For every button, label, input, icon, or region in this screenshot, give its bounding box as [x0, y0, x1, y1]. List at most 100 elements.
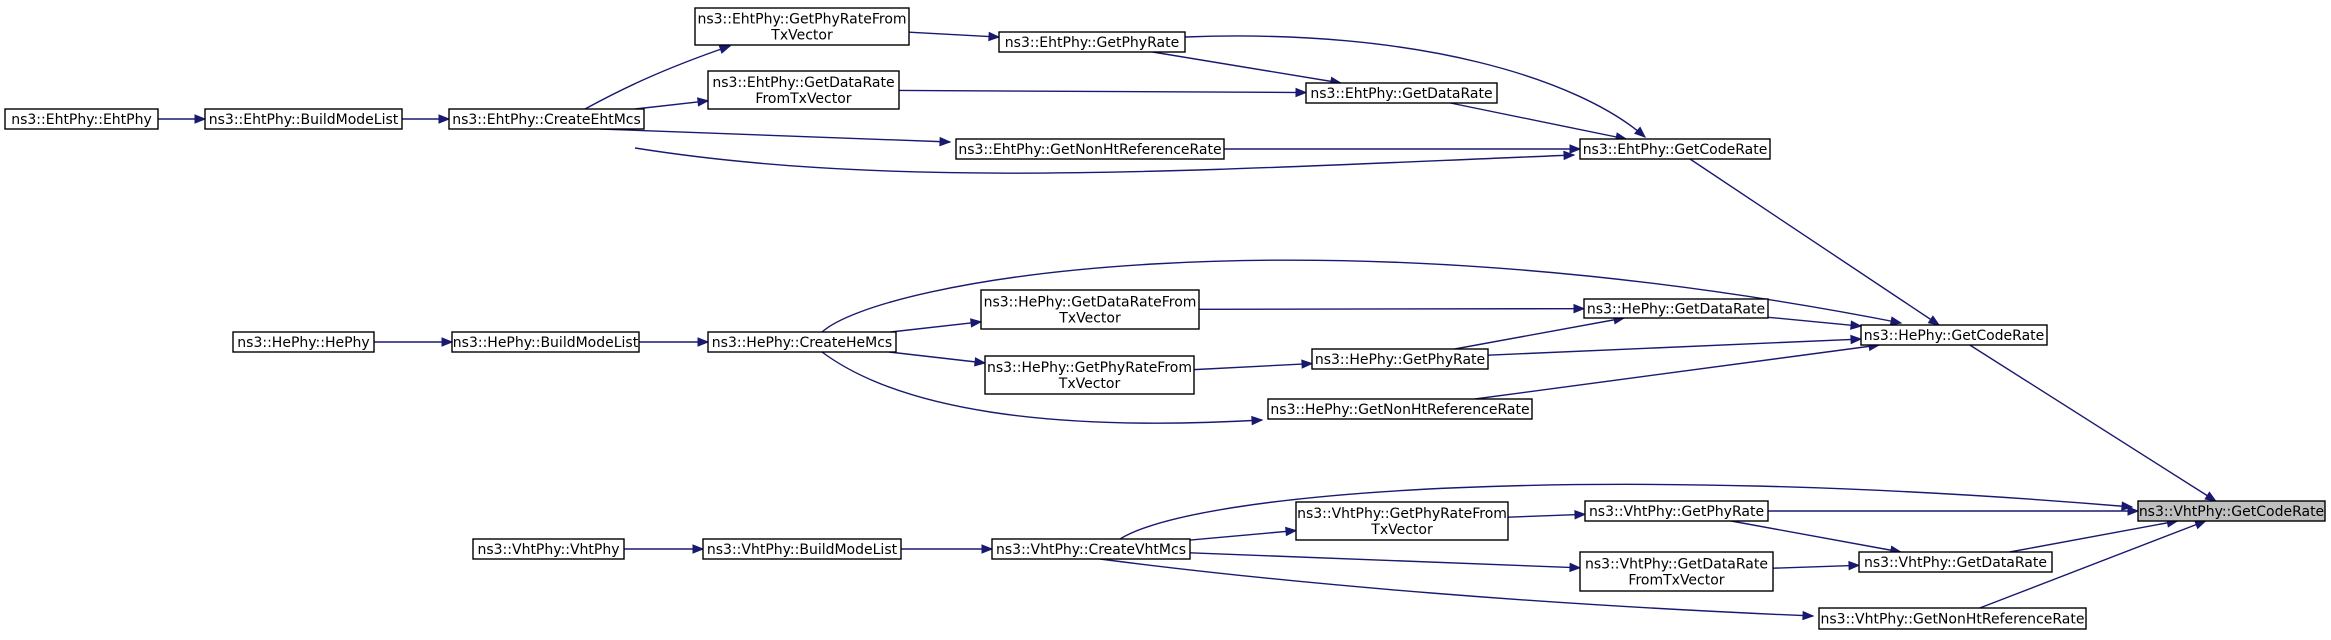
node-box [955, 138, 1225, 160]
node-he-phyRate[interactable]: ns3::HePhy::GetPhyRate [1311, 348, 1489, 370]
node-box [1860, 324, 2048, 346]
node-label: TxVector [1058, 376, 1121, 392]
node-he-createMcs[interactable]: ns3::HePhy::CreateHeMcs [707, 331, 897, 353]
edge-arrowhead [1285, 526, 1298, 537]
node-he-codeRate[interactable]: ns3::HePhy::GetCodeRate [1860, 324, 2048, 346]
edge-arrowhead [1802, 610, 1815, 621]
edge-line [635, 100, 709, 110]
edge-eht_nonHt-to-eht_codeRate [1224, 144, 1582, 154]
edge-vht_phyRateTx-to-vht_phyRate [1507, 509, 1587, 520]
edge-he_nonHt-to-he_codeRate [1474, 341, 1881, 400]
node-box [1579, 138, 1771, 160]
edge-eht_createMcs-to-eht_codeRate [634, 147, 1576, 174]
node-label: ns3::HePhy::GetDataRate [1587, 302, 1765, 318]
node-eht-ctor[interactable]: ns3::EhtPhy::EhtPhy [4, 108, 159, 130]
node-label: ns3::VhtPhy::GetNonHtReferenceRate [1821, 612, 2085, 628]
node-eht-buildModeList[interactable]: ns3::EhtPhy::BuildModeList [204, 108, 403, 130]
node-label: ns3::HePhy::GetCodeRate [1864, 328, 2045, 344]
edge-line [1099, 558, 1814, 617]
node-label: ns3::HePhy::HePhy [237, 335, 369, 351]
node-box [702, 538, 902, 560]
node-eht-dataRate[interactable]: ns3::EhtPhy::GetDataRate [1305, 82, 1498, 104]
node-label: TxVector [1370, 522, 1433, 538]
node-label: ns3::VhtPhy::CreateVhtMcs [996, 542, 1186, 558]
edge-he_codeRate-to-vht_codeRate [1969, 344, 2217, 502]
edge-vht_createMcs-to-vht_dataRateTx [1189, 552, 1582, 573]
edge-arrowhead [970, 318, 983, 328]
edge-arrowhead [1927, 315, 1941, 326]
node-box [1267, 398, 1533, 420]
edge-eht_buildModeList-to-eht_createMcs [402, 114, 451, 124]
edge-line [889, 351, 986, 364]
node-label: TxVector [770, 28, 833, 44]
node-box [984, 355, 1195, 395]
node-box [991, 538, 1191, 560]
node-label: FromTxVector [755, 91, 851, 107]
node-eht-nonHt[interactable]: ns3::EhtPhy::GetNonHtReferenceRate [955, 138, 1225, 160]
node-label: ns3::EhtPhy::GetDataRate [1310, 86, 1492, 102]
edge-line [1450, 102, 1627, 140]
edge-line [1198, 307, 1585, 311]
node-vht-codeRate[interactable]: ns3::VhtPhy::GetCodeRate [2137, 500, 2326, 522]
edge-arrowhead [1574, 509, 1587, 520]
node-vht-buildModeList[interactable]: ns3::VhtPhy::BuildModeList [702, 538, 902, 560]
edge-arrowhead [1569, 562, 1582, 573]
edge-line [1152, 51, 1341, 84]
edge-arrowhead [441, 337, 454, 347]
edge-line [821, 259, 1902, 333]
edge-line [599, 128, 951, 143]
node-vht-phyRate[interactable]: ns3::VhtPhy::GetPhyRate [1584, 500, 1769, 522]
node-box [451, 331, 640, 353]
node-eht-codeRate[interactable]: ns3::EhtPhy::GetCodeRate [1579, 138, 1771, 160]
edge-arrowhead [2204, 491, 2217, 502]
edge-arrowhead [1295, 87, 1308, 98]
node-vht-dataRate[interactable]: ns3::VhtPhy::GetDataRate [1858, 551, 2053, 573]
node-vht-nonHt[interactable]: ns3::VhtPhy::GetNonHtReferenceRate [1818, 607, 2087, 630]
node-he-ctor[interactable]: ns3::HePhy::HePhy [232, 331, 375, 353]
node-label: ns3::EhtPhy::GetPhyRateFrom [697, 12, 906, 28]
edge-arrowhead [1850, 320, 1863, 330]
node-label: ns3::EhtPhy::GetDataRate [712, 75, 894, 91]
edge-he_ctor-to-he_buildModeList [374, 337, 454, 347]
node-eht-phyRate[interactable]: ns3::EhtPhy::GetPhyRate [998, 31, 1186, 53]
node-box [1858, 551, 2053, 573]
node-label: ns3::HePhy::GetNonHtReferenceRate [1270, 402, 1529, 418]
edge-arrowhead [988, 31, 1001, 42]
node-box [707, 70, 900, 110]
node-label: ns3::HePhy::CreateHeMcs [712, 335, 892, 351]
node-box [1579, 551, 1774, 592]
node-box [1584, 500, 1769, 522]
edge-arrowhead [1569, 144, 1582, 154]
edge-line [1969, 344, 2217, 502]
edge-he_createMcs-to-he_dataRateTx [890, 318, 983, 333]
node-label: ns3::EhtPhy::GetCodeRate [1583, 142, 1768, 158]
edge-vht_dataRate-to-vht_codeRate [2009, 518, 2179, 553]
edge-he_dataRateTx-to-he_dataRate [1198, 303, 1586, 314]
edge-he_createMcs-to-he_codeRate [821, 259, 1903, 333]
node-box [1311, 348, 1489, 370]
edge-eht_phyRate-to-eht_dataRate [1152, 51, 1343, 86]
node-he-nonHt[interactable]: ns3::HePhy::GetNonHtReferenceRate [1267, 398, 1533, 420]
edge-arrowhead [697, 97, 710, 107]
edge-arrowhead [1573, 303, 1586, 314]
edge-eht_createMcs-to-eht_dataRateTx [635, 97, 710, 110]
edge-arrowhead [438, 114, 451, 124]
node-he-dataRate[interactable]: ns3::HePhy::GetDataRate [1583, 298, 1769, 319]
edge-arrowhead [939, 136, 952, 147]
edge-arrowhead [1301, 359, 1314, 369]
node-label: ns3::EhtPhy::GetNonHtReferenceRate [958, 142, 1221, 158]
node-vht-ctor[interactable]: ns3::VhtPhy::VhtPhy [472, 538, 625, 560]
node-box [4, 108, 159, 130]
node-box [1305, 82, 1498, 104]
node-vht-createMcs[interactable]: ns3::VhtPhy::CreateVhtMcs [991, 538, 1191, 560]
node-label: ns3::EhtPhy::BuildModeList [209, 112, 399, 128]
node-eht-createMcs[interactable]: ns3::EhtPhy::CreateEhtMcs [448, 108, 645, 130]
node-he-buildModeList[interactable]: ns3::HePhy::BuildModeList [451, 331, 640, 353]
edge-line [908, 31, 1000, 38]
